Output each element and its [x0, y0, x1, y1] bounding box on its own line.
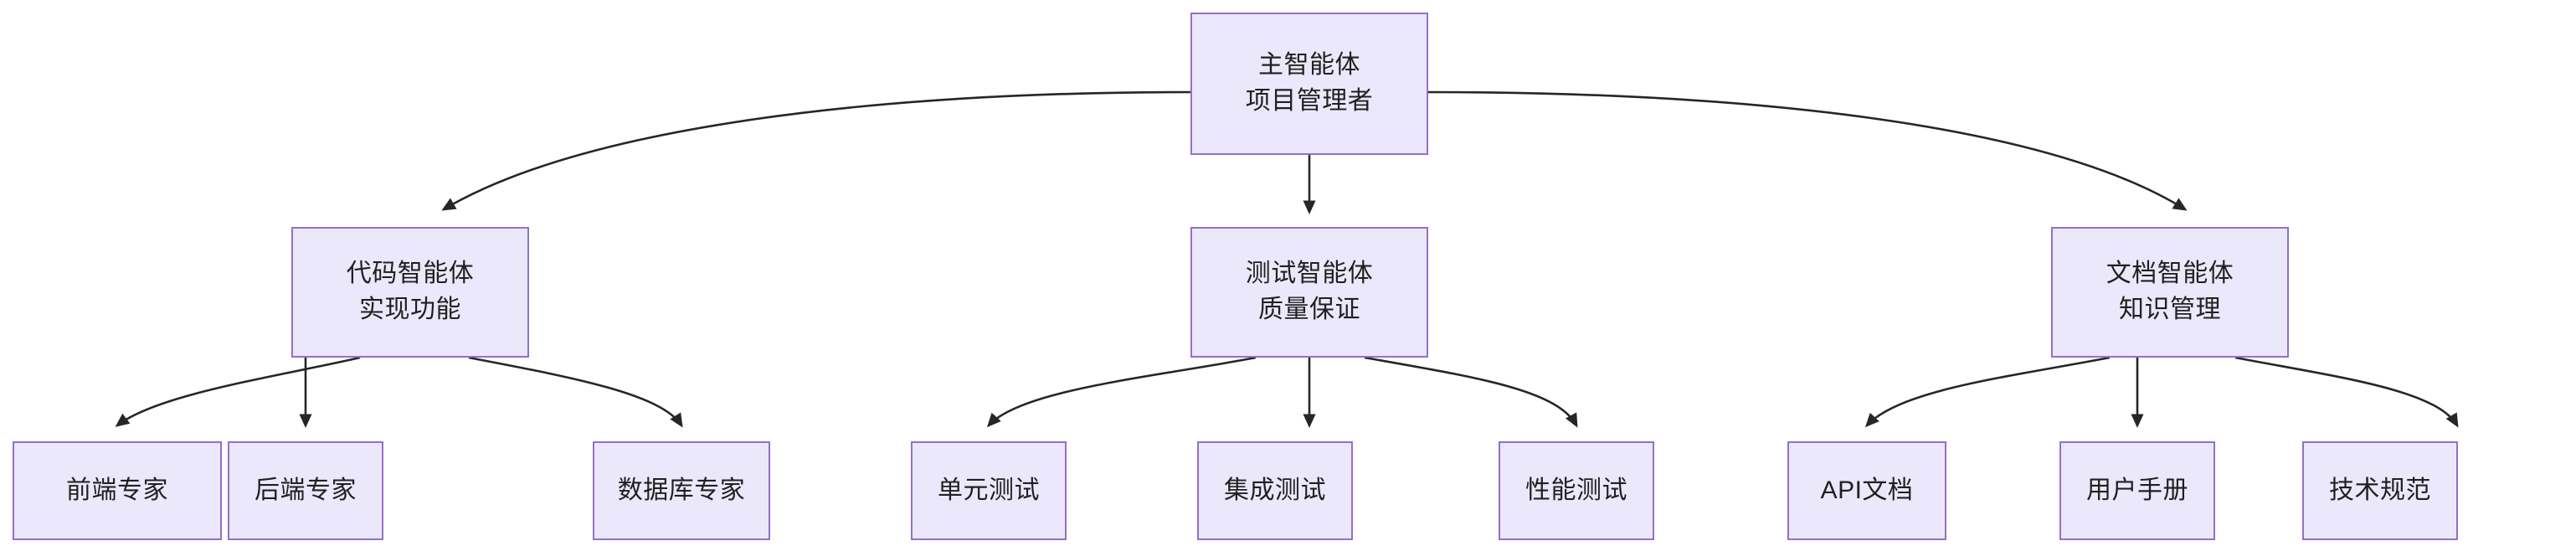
edge-test-agent-to-unit-test — [986, 356, 1257, 428]
node-tech-spec[interactable]: 技术规范 — [2302, 441, 2458, 540]
node-label-line: 项目管理者 — [1245, 87, 1374, 115]
edge-code-agent-to-database-expert — [468, 356, 683, 428]
node-label-line: 前端专家 — [66, 476, 168, 504]
node-label-line: 数据库专家 — [617, 476, 746, 504]
node-label-line: 实现功能 — [359, 296, 461, 323]
edge-doc-agent-to-api-doc — [1864, 356, 2111, 428]
node-unit-test[interactable]: 单元测试 — [911, 441, 1067, 540]
node-label-line: 用户手册 — [2086, 476, 2188, 504]
node-performance-test[interactable]: 性能测试 — [1499, 441, 1654, 540]
node-integration-test[interactable]: 集成测试 — [1197, 441, 1353, 540]
node-label-line: 主智能体 — [1258, 51, 1360, 80]
edge-test-agent-to-performance-test — [1364, 356, 1578, 428]
node-label-line: 代码智能体 — [346, 260, 475, 288]
node-test-agent[interactable]: 测试智能体质量保证 — [1190, 227, 1428, 358]
node-label-line: 质量保证 — [1258, 296, 1360, 323]
node-doc-agent[interactable]: 文档智能体知识管理 — [2051, 227, 2289, 358]
node-label-line: 技术规范 — [2329, 476, 2431, 504]
node-label-line: 知识管理 — [2119, 296, 2221, 323]
edge-code-agent-to-frontend-expert — [115, 356, 361, 427]
node-label-line: 后端专家 — [255, 476, 357, 504]
edge-doc-agent-to-tech-spec — [2234, 356, 2459, 428]
node-label-line: 性能测试 — [1525, 476, 1627, 504]
node-root[interactable]: 主智能体项目管理者 — [1190, 13, 1428, 155]
edge-root-to-code-agent — [441, 90, 1191, 211]
edge-root-to-doc-agent — [1427, 90, 2188, 211]
node-label-line: 集成测试 — [1224, 476, 1326, 504]
node-label-line: API文档 — [1820, 476, 1914, 504]
node-user-manual[interactable]: 用户手册 — [2059, 441, 2215, 540]
node-api-doc[interactable]: API文档 — [1787, 441, 1946, 540]
node-backend-expert[interactable]: 后端专家 — [228, 441, 383, 540]
node-label-line: 文档智能体 — [2106, 260, 2234, 288]
node-code-agent[interactable]: 代码智能体实现功能 — [291, 227, 529, 358]
node-frontend-expert[interactable]: 前端专家 — [13, 441, 222, 540]
node-label-line: 测试智能体 — [1245, 260, 1374, 288]
node-label-line: 单元测试 — [938, 476, 1040, 504]
node-database-expert[interactable]: 数据库专家 — [593, 441, 770, 540]
